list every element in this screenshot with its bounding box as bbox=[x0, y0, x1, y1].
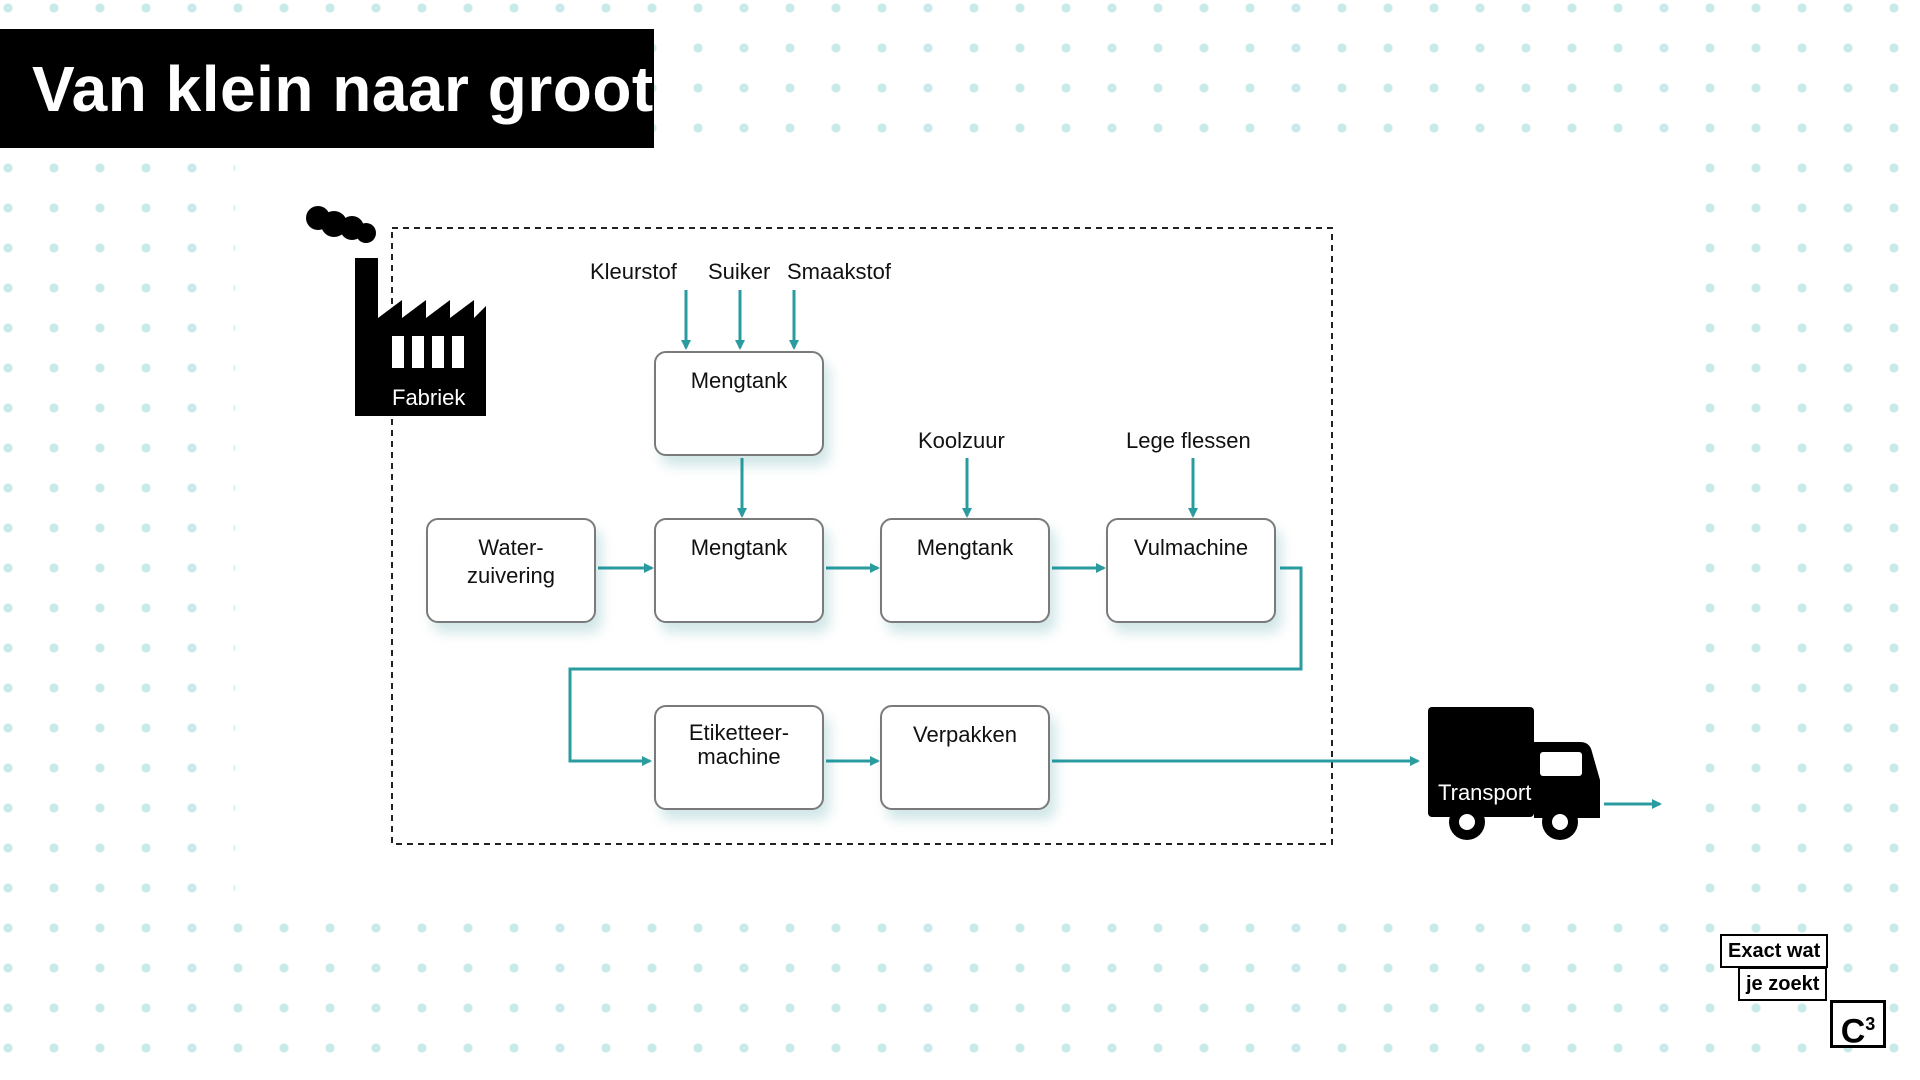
input-lege-flessen: Lege flessen bbox=[1126, 428, 1251, 453]
box-etiketteer-line2: machine bbox=[697, 744, 781, 769]
box-mengtank-top: Mengtank bbox=[654, 351, 824, 456]
factory-boundary bbox=[391, 227, 1333, 845]
box-verpakken: Verpakken bbox=[880, 705, 1050, 810]
box-waterzuivering-line1: Water- bbox=[478, 535, 544, 560]
logo-c3: C3 bbox=[1830, 1000, 1886, 1051]
input-koolzuur: Koolzuur bbox=[918, 428, 1005, 453]
box-mengtank-top-label: Mengtank bbox=[690, 368, 788, 393]
page-title: Van klein naar groot bbox=[0, 29, 654, 148]
box-vulmachine-label: Vulmachine bbox=[1133, 535, 1249, 560]
truck-icon bbox=[1428, 707, 1600, 840]
factory-label: Fabriek bbox=[392, 385, 466, 410]
box-waterzuivering: Water- zuivering bbox=[426, 518, 596, 623]
box-etiketteer-line1: Etiketteer- bbox=[688, 720, 790, 745]
logo-line1: Exact wat bbox=[1720, 934, 1829, 968]
factory-icon bbox=[306, 206, 486, 416]
input-kleurstof: Kleurstof bbox=[590, 259, 677, 284]
arrow-vul-to-etiket bbox=[568, 566, 1303, 766]
box-vulmachine: Vulmachine bbox=[1106, 518, 1276, 623]
box-waterzuivering-line2: zuivering bbox=[466, 563, 556, 588]
box-mengtank-3: Mengtank bbox=[880, 518, 1050, 623]
input-smaakstof: Smaakstof bbox=[787, 259, 891, 284]
box-mengtank-3-label: Mengtank bbox=[916, 535, 1014, 560]
logo-line2: je zoekt bbox=[1738, 967, 1828, 1001]
logo-brand-sup: 3 bbox=[1865, 1014, 1876, 1034]
transport-label: Transport bbox=[1438, 780, 1532, 805]
logo-brand: C bbox=[1840, 1012, 1866, 1051]
box-mengtank-2-label: Mengtank bbox=[690, 535, 788, 560]
input-suiker: Suiker bbox=[708, 259, 771, 284]
box-verpakken-label: Verpakken bbox=[913, 722, 1017, 747]
box-mengtank-2: Mengtank bbox=[654, 518, 824, 623]
box-etiketteermachine: Etiketteer- machine bbox=[654, 705, 824, 810]
